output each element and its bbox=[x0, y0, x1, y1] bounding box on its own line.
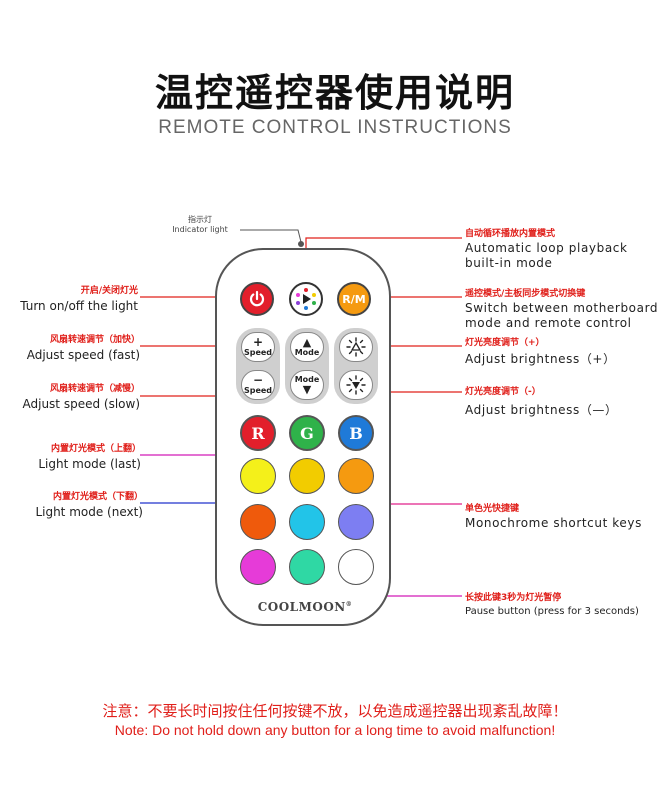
color-key-button[interactable] bbox=[338, 549, 374, 585]
indicator-label-en: Indicator light bbox=[172, 225, 228, 234]
red-button[interactable]: R bbox=[240, 415, 276, 451]
power-button[interactable] bbox=[240, 282, 274, 316]
power-icon bbox=[249, 290, 265, 307]
bright-up-label-cn: 灯光亮度调节（+） bbox=[465, 338, 545, 348]
speed-slow-label-en: Adjust speed (slow) bbox=[22, 397, 141, 411]
mode-next-label-en: Light mode (next) bbox=[35, 505, 143, 519]
color-key-button[interactable] bbox=[240, 549, 276, 585]
red-label: R bbox=[251, 423, 265, 443]
mode-next-label-cn: 内置灯光模式（下翻） bbox=[52, 492, 143, 502]
rm-switch-label: 遥控模式/主板同步模式切换键 Switch between motherboar… bbox=[465, 286, 658, 330]
minus-icon: − bbox=[252, 373, 264, 387]
indicator-dot bbox=[298, 241, 304, 247]
mode-down-label: Mode bbox=[294, 375, 320, 384]
color-key-button[interactable] bbox=[240, 458, 276, 494]
mode-up-button[interactable]: ▲ Mode bbox=[290, 332, 324, 362]
bright-down-label-en: Adjust brightness（—） bbox=[465, 403, 618, 417]
mode-next-label: 内置灯光模式（下翻） Light mode (next) bbox=[10, 489, 143, 519]
mode-last-label: 内置灯光模式（上翻） Light mode (last) bbox=[10, 441, 141, 471]
power-label-cn: 开启/关闭灯光 bbox=[80, 286, 138, 296]
mono-label: 单色光快捷键 Monochrome shortcut keys bbox=[465, 501, 642, 530]
color-key-button[interactable] bbox=[289, 504, 325, 540]
brightness-up-icon bbox=[346, 337, 366, 357]
bright-up-label: 灯光亮度调节（+） Adjust brightness（+） bbox=[465, 335, 616, 367]
color-key-button[interactable] bbox=[338, 458, 374, 494]
speed-fast-label: 风扇转速调节（加快） Adjust speed (fast) bbox=[10, 332, 140, 362]
mode-last-label-en: Light mode (last) bbox=[38, 457, 141, 471]
brightness-down-button[interactable] bbox=[339, 370, 373, 400]
pause-label-en: Pause button (press for 3 seconds) bbox=[465, 606, 639, 617]
page-subtitle: REMOTE CONTROL INSTRUCTIONS bbox=[158, 117, 512, 138]
speed-down-button[interactable]: − Speed bbox=[241, 370, 275, 400]
speed-up-label: Speed bbox=[243, 348, 273, 357]
speed-up-button[interactable]: + Speed bbox=[241, 332, 275, 362]
mode-last-label-cn: 内置灯光模式（上翻） bbox=[50, 444, 141, 454]
indicator-line bbox=[240, 229, 302, 243]
mode-down-button[interactable]: Mode ▼ bbox=[290, 370, 324, 400]
pause-label: 长按此键3秒为灯光暂停 Pause button (press for 3 se… bbox=[465, 590, 639, 617]
indicator-label-cn: 指示灯 bbox=[188, 215, 212, 224]
rm-switch-label-cn: 遥控模式/主板同步模式切换键 bbox=[465, 289, 586, 299]
color-key-button[interactable] bbox=[338, 504, 374, 540]
rm-button[interactable]: R/M bbox=[337, 282, 371, 316]
rm-switch-label-en-2: mode and remote control bbox=[465, 316, 632, 330]
power-label-en: Turn on/off the light bbox=[20, 299, 138, 313]
auto-label-en-1: Automatic loop playback bbox=[465, 241, 628, 255]
mono-label-cn: 单色光快捷键 bbox=[465, 504, 520, 514]
bright-down-label-cn: 灯光亮度调节（-） bbox=[465, 387, 541, 397]
speed-slow-label-cn: 风扇转速调节（减慢） bbox=[49, 384, 140, 394]
auto-label-en-2: built-in mode bbox=[465, 256, 553, 270]
color-key-button[interactable] bbox=[289, 458, 325, 494]
blue-button[interactable]: B bbox=[338, 415, 374, 451]
blue-label: B bbox=[349, 423, 363, 443]
color-key-button[interactable] bbox=[289, 549, 325, 585]
indicator-label: 指示灯 Indicator light bbox=[165, 214, 235, 234]
green-button[interactable]: G bbox=[289, 415, 325, 451]
page-title: 温控遥控器使用说明 bbox=[154, 71, 515, 115]
speed-slow-label: 风扇转速调节（减慢） Adjust speed (slow) bbox=[10, 381, 141, 411]
mono-label-en: Monochrome shortcut keys bbox=[465, 516, 642, 530]
warning-note-cn: 注意：不要长时间按住任何按键不放，以免造成遥控器出现紊乱故障！ bbox=[102, 702, 568, 720]
rm-switch-label-en-1: Switch between motherboard bbox=[465, 301, 659, 315]
auto-label-cn: 自动循环播放内置模式 bbox=[465, 229, 556, 239]
plus-icon: + bbox=[252, 335, 264, 349]
color-key-button[interactable] bbox=[240, 504, 276, 540]
triangle-down-icon: ▼ bbox=[302, 383, 312, 396]
play-icon bbox=[296, 288, 316, 310]
bright-down-label: 灯光亮度调节（-） Adjust brightness（—） bbox=[465, 384, 618, 418]
speed-fast-label-cn: 风扇转速调节（加快） bbox=[49, 335, 140, 345]
speed-fast-label-en: Adjust speed (fast) bbox=[26, 348, 140, 362]
auto-play-button[interactable] bbox=[289, 282, 323, 316]
speed-down-label: Speed bbox=[243, 386, 273, 395]
triangle-up-icon: ▲ bbox=[302, 336, 312, 349]
brightness-up-button[interactable] bbox=[339, 332, 373, 362]
brightness-down-icon bbox=[346, 375, 366, 395]
pause-label-cn: 长按此键3秒为灯光暂停 bbox=[465, 593, 562, 603]
brand-logo: COOLMOON® bbox=[257, 600, 353, 614]
green-label: G bbox=[300, 423, 314, 443]
auto-label: 自动循环播放内置模式 Automatic loop playback built… bbox=[465, 226, 628, 270]
warning-note-en: Note: Do not hold down any button for a … bbox=[114, 722, 556, 738]
power-label: 开启/关闭灯光 Turn on/off the light bbox=[10, 283, 138, 313]
rm-label: R/M bbox=[342, 292, 366, 306]
brand-name: COOLMOON bbox=[257, 600, 346, 614]
mode-up-label: Mode bbox=[294, 348, 320, 357]
bright-up-label-en: Adjust brightness（+） bbox=[465, 352, 616, 366]
